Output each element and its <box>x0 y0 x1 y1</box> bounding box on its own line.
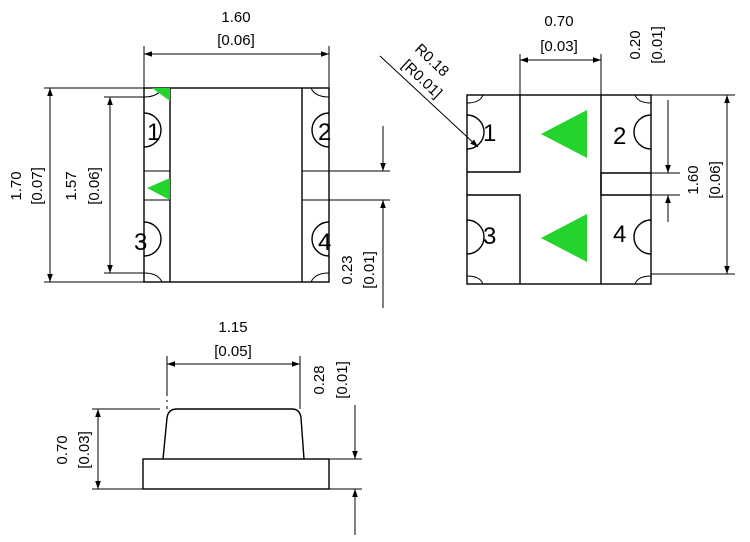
top-view-castellation-4 <box>311 221 330 257</box>
side-height-inch: [0.03] <box>76 431 93 469</box>
bottom-view-castellation-2 <box>633 114 652 150</box>
side-view-lens-dome <box>162 408 305 460</box>
top-view-castellation-3 <box>143 221 162 257</box>
overall-height-inch: [0.07] <box>29 167 46 205</box>
overall-height-dimension: 1.70 [0.07] <box>8 87 144 283</box>
inner-height-inch: [0.06] <box>86 167 103 205</box>
lens-height-inch: [0.01] <box>334 361 351 399</box>
lens-height-dimension: 0.28 [0.01] <box>311 361 362 535</box>
corner-radius-callout: R0.18 [R0.01] <box>379 40 479 148</box>
top-view-corner-arc <box>310 87 330 98</box>
top-view-body-outline <box>143 87 330 283</box>
top-width-inch: [0.06] <box>217 32 255 49</box>
radius-leader-line <box>379 55 479 148</box>
lens-height-mm: 0.28 <box>311 365 328 394</box>
top-view-polarity-mark-middle <box>147 178 170 200</box>
top-view-pin-4-label: 4 <box>318 229 331 256</box>
lens-width-dimension: 1.15 [0.05] <box>166 319 301 409</box>
top-width-dimension: 1.60 [0.06] <box>143 9 330 88</box>
pad-spacing-mm: 0.70 <box>544 13 573 30</box>
top-view-castellation-1 <box>143 112 162 148</box>
bottom-view-corner-arc <box>466 94 484 104</box>
top-view: 1 3 2 4 <box>134 87 331 283</box>
side-view-substrate <box>142 458 330 490</box>
pad-width-inch: [0.01] <box>649 26 666 64</box>
top-view-corner-arc <box>143 272 163 283</box>
bottom-view-pin-4-label: 4 <box>613 221 626 248</box>
overall-height-mm: 1.70 <box>8 171 25 200</box>
side-height-mm: 0.70 <box>54 435 71 464</box>
pad-spacing-inch: [0.03] <box>540 38 578 55</box>
bottom-view-castellation-1 <box>466 114 485 150</box>
side-view <box>142 408 330 490</box>
bottom-view-pin-1-label: 1 <box>483 120 496 147</box>
inner-height-dimension: 1.57 [0.06] <box>63 96 144 274</box>
bottom-view-center-slot <box>600 172 651 196</box>
top-view-pin-2-label: 2 <box>318 119 331 146</box>
lens-width-mm: 1.15 <box>218 319 247 336</box>
pad-width-mm: 0.20 <box>627 30 644 59</box>
bottom-view-body-outline <box>466 94 652 285</box>
bottom-view-castellation-4 <box>633 219 652 255</box>
bottom-view: 1 3 2 4 <box>466 94 652 285</box>
bottom-view-pad-1-edge <box>467 95 521 173</box>
top-width-mm: 1.60 <box>221 9 250 26</box>
bottom-view-led-chip-upper <box>541 110 587 158</box>
bottom-view-pad-3-edge <box>467 194 521 284</box>
inner-height-mm: 1.57 <box>63 171 80 200</box>
bottom-view-pin-3-label: 3 <box>483 223 496 250</box>
top-view-corner-arc <box>310 272 330 283</box>
side-height-dimension: 0.70 [0.03] <box>54 408 160 490</box>
bottom-height-inch: [0.06] <box>707 161 724 199</box>
lens-width-inch: [0.05] <box>214 343 252 360</box>
bottom-view-corner-arc <box>634 94 652 104</box>
bottom-view-corner-arc <box>634 275 652 285</box>
pad-spacing-dimension: 0.70 [0.03] <box>519 13 602 95</box>
top-view-castellation-2 <box>311 112 330 148</box>
bottom-view-castellation-3 <box>466 219 485 255</box>
bottom-height-dimension: 1.60 [0.06] <box>651 94 735 275</box>
bottom-height-mm: 1.60 <box>685 165 702 194</box>
bottom-view-led-chip-lower <box>541 214 587 262</box>
bottom-view-pin-2-label: 2 <box>613 123 626 150</box>
top-view-pin-3-label: 3 <box>134 229 147 256</box>
top-view-pin-1-label: 1 <box>147 119 160 146</box>
pad-gap-dimension: 0.23 [0.01] <box>329 126 390 308</box>
bottom-view-corner-arc <box>466 275 484 285</box>
top-view-polarity-mark-top <box>152 88 170 101</box>
pad-width-dimension: 0.20 [0.01] <box>627 26 680 222</box>
pad-gap-inch: [0.01] <box>361 251 378 289</box>
pad-gap-mm: 0.23 <box>339 255 356 284</box>
